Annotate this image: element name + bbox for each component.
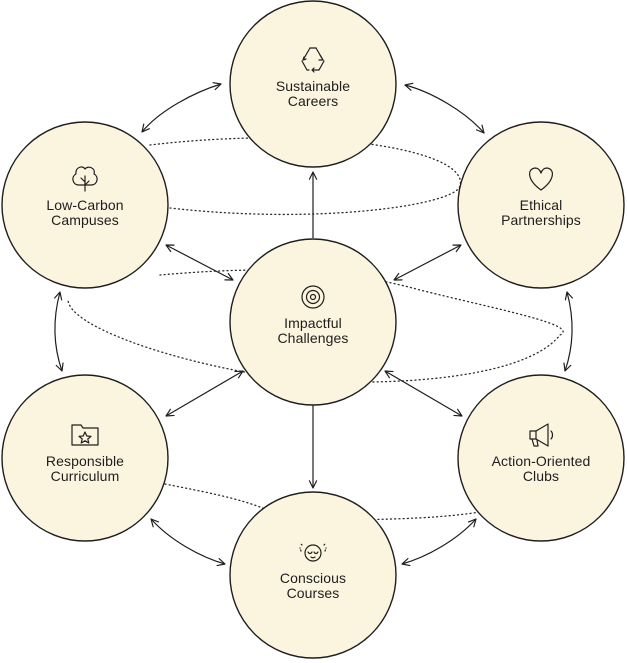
node-label-line1: Action-Oriented <box>492 453 591 469</box>
node-label-line2: Campuses <box>51 212 119 228</box>
node-responsible-curriculum[interactable]: Responsible Curriculum <box>1 374 169 542</box>
node-low-carbon-campuses[interactable]: Low-Carbon Campuses <box>1 121 169 289</box>
tree-icon <box>72 166 98 192</box>
node-label-line1: Ethical <box>520 197 563 213</box>
node-action-oriented-clubs[interactable]: Action-Oriented Clubs <box>457 374 625 542</box>
arrow-sustainable-lowcarbon <box>141 82 222 133</box>
node-circle <box>229 238 397 406</box>
arrow-ethical-action <box>563 291 573 372</box>
node-circle <box>229 0 397 168</box>
node-label-line2: Courses <box>287 585 340 601</box>
arrow-center-responsible <box>165 370 244 417</box>
arrow-lowcarbon-responsible <box>54 291 64 372</box>
node-label-line1: Impactful <box>284 315 342 331</box>
arrow-lowcarbon-center <box>165 244 234 281</box>
node-label-line1: Sustainable <box>276 78 350 94</box>
node-circle <box>457 374 625 542</box>
node-sustainable-careers[interactable]: Sustainable Careers <box>229 0 397 168</box>
node-label-line2: Partnerships <box>501 212 581 228</box>
arrow-action-conscious <box>401 518 477 567</box>
node-impactful-challenges[interactable]: Impactful Challenges <box>229 238 397 406</box>
arrow-ethical-center <box>393 244 462 281</box>
node-label-line1: Low-Carbon <box>46 197 123 213</box>
node-label-line2: Challenges <box>277 330 348 346</box>
meditating-face-icon <box>299 542 327 562</box>
node-label-line2: Careers <box>288 93 339 109</box>
node-ethical-partnerships[interactable]: Ethical Partnerships <box>457 121 625 289</box>
node-circle <box>457 121 625 289</box>
node-circle <box>1 374 169 542</box>
connector-arrows <box>54 82 573 567</box>
node-conscious-courses[interactable]: Conscious Courses <box>229 491 397 659</box>
arrow-sustainable-ethical <box>404 82 485 134</box>
arrow-responsible-conscious <box>150 518 226 567</box>
node-circle <box>1 121 169 289</box>
target-icon <box>301 285 325 309</box>
node-label-line1: Responsible <box>46 453 124 469</box>
megaphone-icon <box>529 423 554 447</box>
folder-star-icon <box>71 424 99 446</box>
node-label-line1: Conscious <box>280 570 346 586</box>
heart-icon <box>529 167 553 191</box>
node-label-line2: Clubs <box>523 468 559 484</box>
arrow-center-action <box>384 370 463 417</box>
node-circle <box>229 491 397 659</box>
recycle-icon <box>301 47 325 73</box>
node-label-line2: Curriculum <box>51 468 120 484</box>
